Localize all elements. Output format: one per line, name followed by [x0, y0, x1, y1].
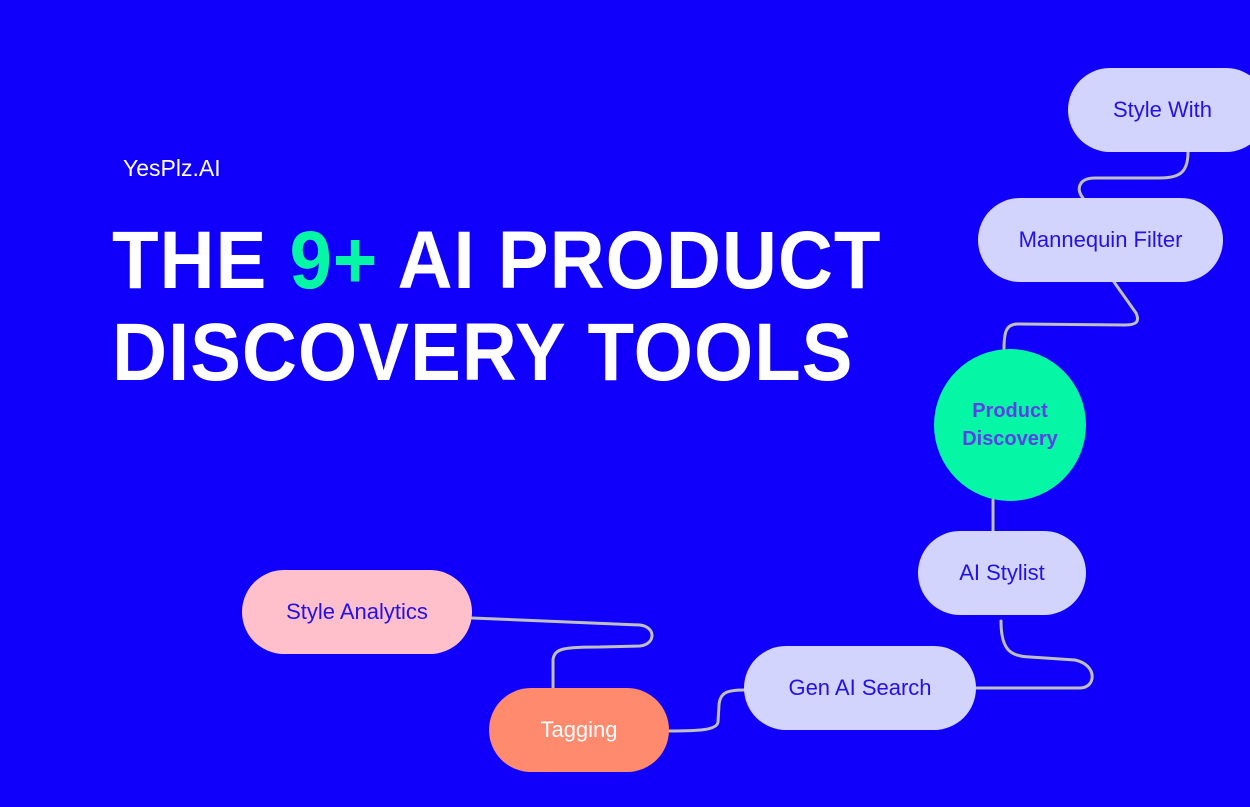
connector-tagging-analytics	[470, 616, 654, 690]
headline-highlight: 9+	[289, 215, 379, 306]
connector-style-with-mannequin	[1077, 150, 1190, 200]
connector-stylist-gensearch	[974, 619, 1094, 690]
node-product-discovery[interactable]: Product Discovery	[934, 349, 1086, 501]
headline-prefix: THE	[112, 215, 290, 306]
headline-line-1: THE 9+ AI PRODUCT	[112, 215, 881, 307]
node-label: Style Analytics	[286, 599, 428, 624]
headline: THE 9+ AI PRODUCT DISCOVERY TOOLS	[112, 215, 881, 399]
node-tagging[interactable]: Tagging	[489, 688, 669, 772]
node-label: Mannequin Filter	[1018, 227, 1183, 252]
node-label: Product Discovery	[962, 400, 1058, 450]
node-label: Gen AI Search	[788, 675, 932, 700]
node-label: Tagging	[540, 717, 618, 742]
brand-name: YesPlz.AI	[123, 155, 221, 181]
node-label: Style With	[1113, 97, 1213, 122]
node-style-analytics[interactable]: Style Analytics	[242, 570, 472, 654]
node-label: AI Stylist	[959, 560, 1045, 585]
node-ai-stylist[interactable]: AI Stylist	[918, 531, 1086, 615]
node-style-with[interactable]: Style With	[1068, 68, 1250, 152]
node-gen-ai-search[interactable]: Gen AI Search	[744, 646, 976, 730]
connector-mannequin-discovery	[1002, 280, 1139, 351]
connector-gensearch-tagging	[667, 688, 746, 733]
headline-suffix: AI PRODUCT	[378, 215, 882, 306]
headline-line-2: DISCOVERY TOOLS	[112, 307, 854, 398]
node-mannequin-filter[interactable]: Mannequin Filter	[978, 198, 1223, 282]
